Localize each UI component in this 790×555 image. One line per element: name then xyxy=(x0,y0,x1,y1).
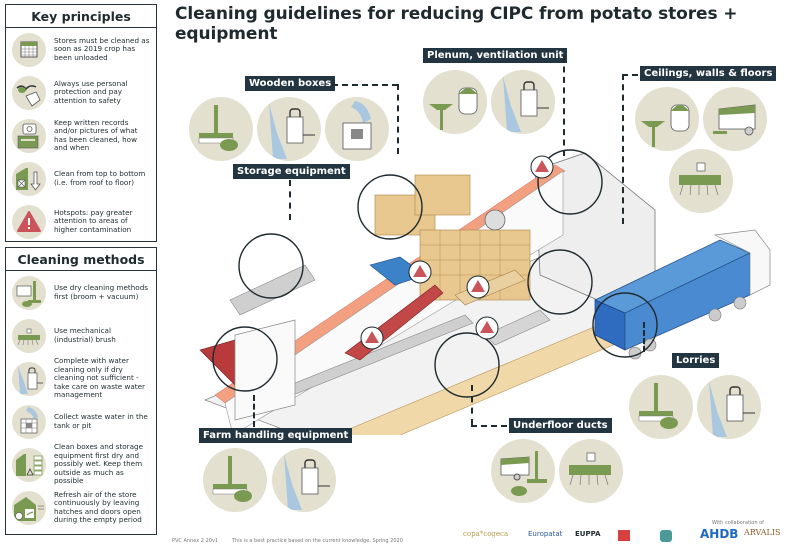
vacuum-icon xyxy=(635,87,699,151)
leader-line xyxy=(332,84,398,86)
principle-item: Clean from top to bottom (i.e. from roof… xyxy=(6,157,156,200)
broom-vacuum-icon xyxy=(12,275,46,310)
method-text: Clean boxes and storage equipment first … xyxy=(54,442,144,486)
waste-water-tank-icon xyxy=(12,404,46,439)
camera-clipboard-icon xyxy=(12,118,46,153)
method-item: Refresh air of the store continuously by… xyxy=(6,486,156,529)
principle-text: Clean from top to bottom (i.e. from roof… xyxy=(54,169,146,187)
method-item: Use mechanical (industrial) brush xyxy=(6,314,156,357)
principle-item: Keep written records and/or pictures of … xyxy=(6,114,156,157)
logo-ahdb: AHDB xyxy=(700,527,739,541)
method-item: Collect waste water in the tank or pit xyxy=(6,400,156,443)
method-item: Use dry cleaning methods first (broom + … xyxy=(6,271,156,314)
pressure-washer-icon xyxy=(12,361,46,396)
industrial-brush-icon xyxy=(669,149,733,213)
label-wooden-boxes: Wooden boxes xyxy=(245,76,336,91)
waste-water-tank-icon xyxy=(325,97,389,161)
leader-line xyxy=(643,322,645,352)
principle-text: Stores must be cleaned as soon as 2019 c… xyxy=(54,35,150,62)
footer-collaboration: With collaboration of xyxy=(712,520,764,526)
footer-code: PVC Annex 2 20v1 xyxy=(172,538,219,544)
top-to-bottom-icon xyxy=(12,161,46,196)
hotspot-warning-icon xyxy=(475,316,499,340)
logo-potato-processors xyxy=(618,530,630,541)
hotspot-warning-icon xyxy=(530,155,554,179)
label-plenum: Plenum, ventilation unit xyxy=(423,48,568,63)
footer-note: This is a best practice based on the cur… xyxy=(232,538,403,544)
plenum-highlight xyxy=(537,149,603,215)
pressure-washer-icon xyxy=(257,97,321,161)
wooden-boxes-highlight xyxy=(357,174,423,240)
logo-starch xyxy=(660,530,672,542)
hotspot-warning-icon xyxy=(408,260,432,284)
farm-equipment-highlight xyxy=(212,326,278,392)
logo-europatat: Europatat xyxy=(528,530,563,538)
label-lorries: Lorries xyxy=(672,353,720,368)
method-text: Collect waste water in the tank or pit xyxy=(54,412,148,430)
label-ceilings-walls-floors: Ceilings, walls & floors xyxy=(640,66,777,81)
storage-equipment-highlight xyxy=(238,233,304,299)
potato-store-illustration xyxy=(199,149,771,435)
logo-copa-cogeca: copa*cogeca xyxy=(463,530,509,538)
ventilation-icon xyxy=(12,490,46,525)
method-text: Use mechanical (industrial) brush xyxy=(54,326,116,344)
scrubber-broom-icon xyxy=(491,439,555,503)
hotspot-warning-icon xyxy=(360,326,384,350)
principle-item: Stores must be cleaned as soon as 2019 c… xyxy=(6,28,156,71)
leader-line xyxy=(563,56,565,156)
method-item: Clean boxes and storage equipment first … xyxy=(6,443,156,486)
broom-icon xyxy=(189,97,253,161)
method-text: Complete with water cleaning only if dry… xyxy=(54,356,145,400)
method-text: Use dry cleaning methods first (broom + … xyxy=(54,283,148,301)
leader-line xyxy=(471,425,507,427)
broom-icon xyxy=(203,448,267,512)
industrial-brush-icon xyxy=(559,439,623,503)
principle-item: Always use personal protection and pay a… xyxy=(6,71,156,114)
leader-line xyxy=(397,84,399,154)
vacuum-icon xyxy=(423,70,487,134)
hotspot-warning-icon xyxy=(466,275,490,299)
leader-line xyxy=(253,395,255,427)
label-farm-handling: Farm handling equipment xyxy=(199,428,353,443)
logo-euppa: EUPPA xyxy=(575,530,601,538)
leader-line xyxy=(289,180,291,220)
cleaning-methods-panel: Cleaning methods Use dry cleaning method… xyxy=(5,247,157,535)
pressure-washer-icon xyxy=(491,70,555,134)
label-storage-equipment: Storage equipment xyxy=(233,164,350,179)
lorry-highlight xyxy=(592,292,658,358)
principle-text: Keep written records and/or pictures of … xyxy=(54,117,138,152)
cleaning-methods-heading: Cleaning methods xyxy=(6,248,156,271)
key-principles-panel: Key principles Stores must be cleaned as… xyxy=(5,4,157,242)
safety-glasses-gloves-icon xyxy=(12,75,46,110)
page-title: Cleaning guidelines for reducing CIPC fr… xyxy=(175,4,738,44)
walls-floors-highlight xyxy=(527,249,593,315)
method-item: Complete with water cleaning only if dry… xyxy=(6,357,156,400)
pressure-washer-icon xyxy=(272,448,336,512)
key-principles-heading: Key principles xyxy=(6,5,156,28)
floor-scrubber-icon xyxy=(703,87,767,151)
leader-line xyxy=(622,74,638,76)
industrial-brush-icon xyxy=(12,318,46,353)
leader-line xyxy=(471,385,473,425)
boxes-outside-icon xyxy=(12,447,46,482)
underfloor-highlight xyxy=(434,332,500,398)
principle-text: Hotspots: pay greater attention to areas… xyxy=(54,207,133,234)
pressure-washer-icon xyxy=(697,375,761,439)
broom-icon xyxy=(629,375,693,439)
principle-text: Always use personal protection and pay a… xyxy=(54,78,128,105)
logo-arvalis: ARVALIS xyxy=(744,528,781,537)
principle-item: Hotspots: pay greater attention to areas… xyxy=(6,200,156,243)
method-text: Refresh air of the store continuously by… xyxy=(54,489,142,524)
label-underfloor-ducts: Underfloor ducts xyxy=(509,418,612,433)
leader-line xyxy=(622,74,624,224)
warning-icon xyxy=(12,204,46,239)
calendar-icon xyxy=(12,32,46,67)
